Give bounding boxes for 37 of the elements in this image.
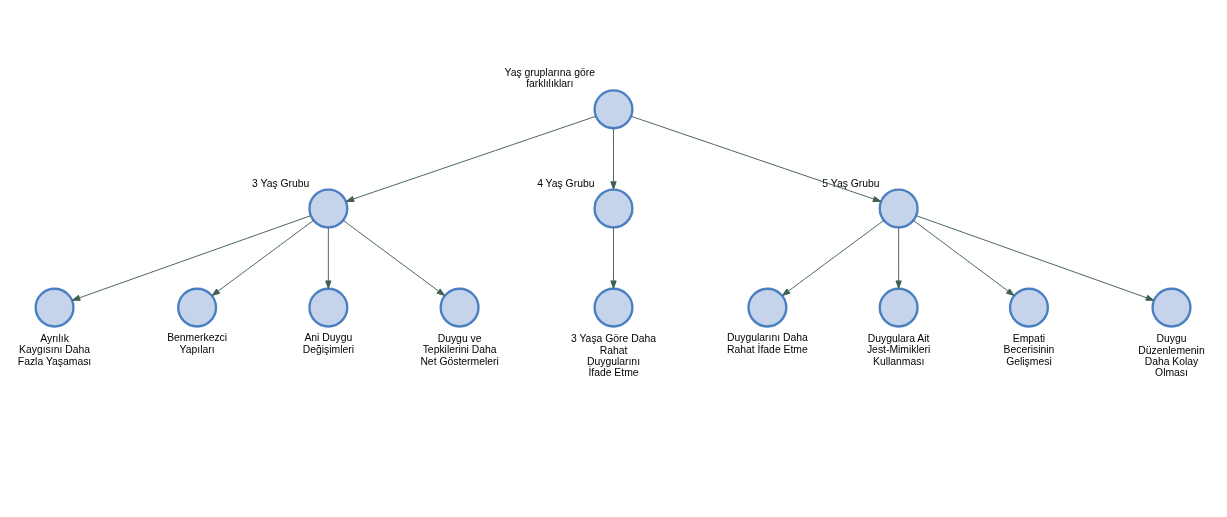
node-circle — [439, 287, 480, 328]
node-label: 3 Yaş Grubu — [252, 177, 310, 189]
arrow — [211, 219, 315, 297]
node-label: Duygularını Daha Rahat İfade Etme — [727, 332, 808, 355]
arrow — [781, 219, 885, 297]
node-circle — [878, 188, 919, 229]
node-circle — [593, 89, 634, 130]
node-label: 5 Yaş Grubu — [822, 177, 880, 189]
node-circle — [308, 188, 349, 229]
arrow — [325, 227, 332, 289]
arrow — [912, 219, 1015, 297]
arrow — [610, 227, 617, 289]
node-circle — [308, 287, 349, 328]
node-circle — [593, 287, 634, 328]
node-circle — [878, 287, 919, 328]
node-circle — [1151, 287, 1192, 328]
node-label: Benmerkezci Yapıları — [167, 332, 228, 355]
arrow — [71, 215, 312, 301]
node-circle — [747, 287, 788, 328]
node-label: Yaş gruplarına göre farklılıkları — [504, 67, 595, 90]
node-label: 4 Yaş Grubu — [537, 177, 595, 189]
arrow — [345, 115, 597, 202]
arrow — [915, 215, 1155, 301]
node-label: Duygulara Ait Jest-Mimikleri Kullanması — [866, 332, 931, 367]
node-label: Ani Duygu Değişimleri — [302, 332, 355, 355]
node-label: 3 Yaşa Göre Daha Rahat Duygularını İfade Etme — [571, 333, 656, 379]
arrow — [630, 115, 882, 202]
node-circle — [593, 188, 634, 229]
arrow — [342, 219, 446, 297]
node-label: Ayrılık Kaygısını Daha Fazla Yaşaması — [17, 332, 92, 367]
node-label: Duygu Düzenlemenin Daha Kolay Olması — [1138, 333, 1205, 379]
node-circle — [177, 287, 218, 328]
arrow — [610, 128, 617, 190]
arrow — [895, 227, 902, 289]
node-label: Duygu ve Tepkilerini Daha Net Göstermeleri — [420, 332, 499, 367]
node-label: Empati Becerisinin Gelişmesi — [1003, 332, 1055, 367]
node-circle — [34, 287, 75, 328]
